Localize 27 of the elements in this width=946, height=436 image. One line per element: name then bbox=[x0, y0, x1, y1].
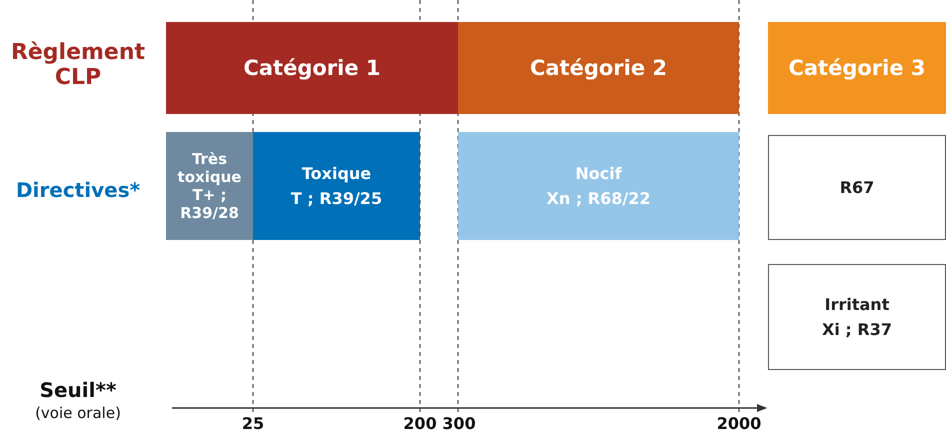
category-bar bbox=[458, 22, 739, 114]
classification-box bbox=[166, 132, 253, 240]
classification-box bbox=[458, 132, 739, 240]
classification-box bbox=[768, 264, 946, 370]
tick-label: 200 bbox=[402, 414, 438, 433]
box-label: Xn ; R68/22 bbox=[546, 189, 650, 208]
category-bar bbox=[768, 22, 946, 114]
box-label: Toxique bbox=[302, 164, 372, 183]
box-label: Nocif bbox=[575, 164, 622, 183]
box-label: Irritant bbox=[824, 295, 890, 314]
box-label: Très toxique T+ ; R39/28 bbox=[176, 150, 242, 222]
box-label: R67 bbox=[840, 178, 874, 197]
classification-box bbox=[253, 132, 420, 240]
row-sublabel: (voie orale) bbox=[34, 404, 122, 422]
row-label: Directives* bbox=[14, 178, 142, 202]
tick-label: 300 bbox=[441, 414, 477, 433]
box-label: Catégorie 2 bbox=[530, 56, 668, 80]
row-label: Règlement CLP bbox=[10, 40, 146, 90]
box-label: Catégorie 1 bbox=[243, 56, 381, 80]
box-label: T ; R39/25 bbox=[290, 189, 382, 208]
box-label: Xi ; R37 bbox=[822, 320, 892, 339]
row-label: Seuil** bbox=[38, 378, 118, 402]
classification-box bbox=[768, 135, 946, 240]
tick-label: 25 bbox=[240, 414, 266, 433]
category-bar bbox=[166, 22, 458, 114]
box-label: Catégorie 3 bbox=[788, 56, 926, 80]
tick-label: 2000 bbox=[716, 414, 762, 433]
